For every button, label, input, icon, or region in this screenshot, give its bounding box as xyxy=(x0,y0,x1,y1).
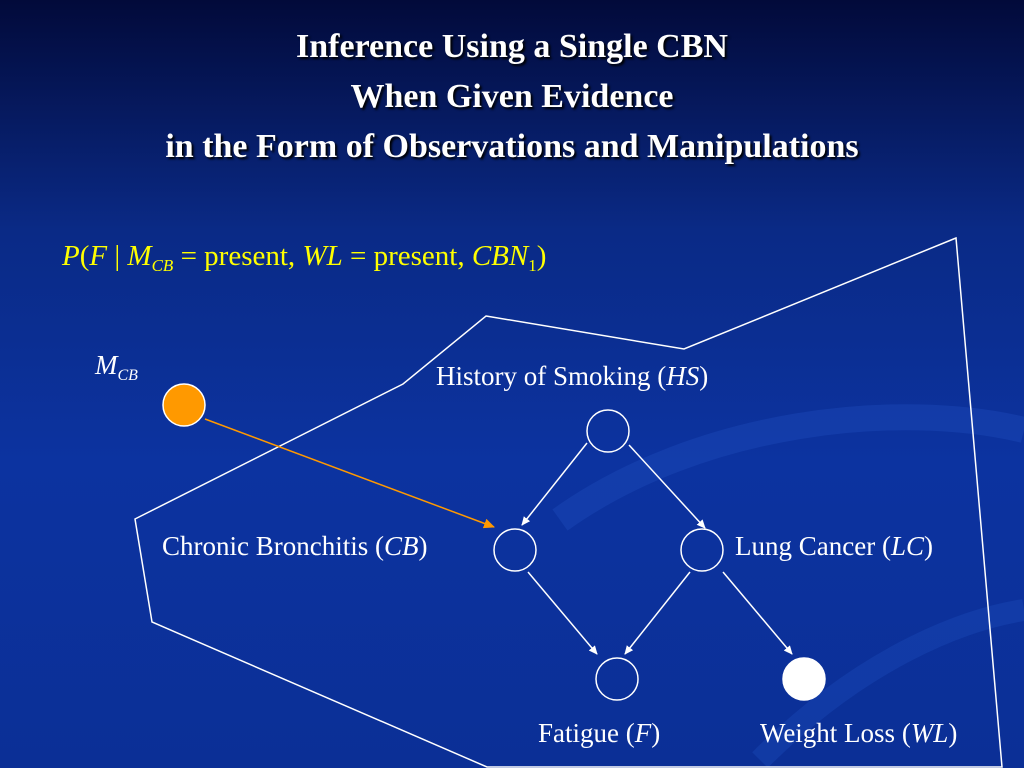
lc-close: ) xyxy=(923,531,933,561)
query-open-paren: ( xyxy=(79,240,90,272)
node-history-of-smoking[interactable] xyxy=(586,409,630,453)
edge-hs-cb xyxy=(521,442,588,526)
edge-hs-lc xyxy=(628,444,706,529)
cb-close: ) xyxy=(418,531,428,561)
query-close-paren: ) xyxy=(536,240,547,272)
query-wl: WL xyxy=(302,240,343,272)
node-fatigue[interactable] xyxy=(595,657,639,701)
title-line-1: Inference Using a Single CBN xyxy=(296,28,728,65)
wl-close: ) xyxy=(948,718,958,748)
cbn-boundary xyxy=(134,236,1003,768)
title-line-2: When Given Evidence xyxy=(350,78,674,115)
query-eq1: = present, xyxy=(173,240,303,272)
node-manipulation-mcb[interactable] xyxy=(162,383,206,427)
background-swoosh xyxy=(752,599,1024,768)
cb-text: Chronic Bronchitis ( xyxy=(162,531,384,561)
query-p: P xyxy=(62,240,80,272)
hs-text: History of Smoking ( xyxy=(436,361,667,391)
query-f: F xyxy=(89,240,108,272)
label-chronic-bronchitis: Chronic Bronchitis (CB) xyxy=(162,531,428,562)
node-lung-cancer[interactable] xyxy=(680,528,724,572)
background-swoosh xyxy=(552,404,1024,531)
query-eq2: = present, xyxy=(342,240,472,272)
f-close: ) xyxy=(651,718,661,748)
lc-abbr: LC xyxy=(890,531,924,561)
f-abbr: F xyxy=(634,718,652,748)
slide-title: Inference Using a Single CBN When Given … xyxy=(0,22,1024,172)
label-manipulation-mcb: MCB xyxy=(95,350,138,385)
edge-lc-wl xyxy=(722,571,793,655)
edge-lc-f xyxy=(624,571,691,655)
query-cbn: CBN xyxy=(471,240,529,272)
wl-abbr: WL xyxy=(910,718,949,748)
mcb-m: M xyxy=(95,350,118,380)
wl-text: Weight Loss ( xyxy=(760,718,911,748)
query-cbn-sub: 1 xyxy=(528,256,537,275)
f-text: Fatigue ( xyxy=(538,718,635,748)
edge-cb-f xyxy=(527,571,598,655)
hs-abbr: HS xyxy=(666,361,700,391)
query-bar: | xyxy=(107,240,128,272)
node-weight-loss[interactable] xyxy=(782,657,826,701)
label-lung-cancer: Lung Cancer (LC) xyxy=(735,531,933,562)
label-fatigue: Fatigue (F) xyxy=(538,718,660,749)
node-chronic-bronchitis[interactable] xyxy=(493,528,537,572)
hs-close: ) xyxy=(699,361,709,391)
label-weight-loss: Weight Loss (WL) xyxy=(760,718,957,749)
title-line-3: in the Form of Observations and Manipula… xyxy=(165,128,859,165)
mcb-sub: CB xyxy=(117,367,138,384)
query-expression: P(F | MCB = present, WL = present, CBN1) xyxy=(62,240,546,276)
edge-mcb-cb xyxy=(204,418,495,529)
label-history-of-smoking: History of Smoking (HS) xyxy=(436,361,708,392)
query-m-sub: CB xyxy=(151,256,174,275)
query-m: M xyxy=(127,240,152,272)
lc-text: Lung Cancer ( xyxy=(735,531,891,561)
cb-abbr: CB xyxy=(383,531,419,561)
